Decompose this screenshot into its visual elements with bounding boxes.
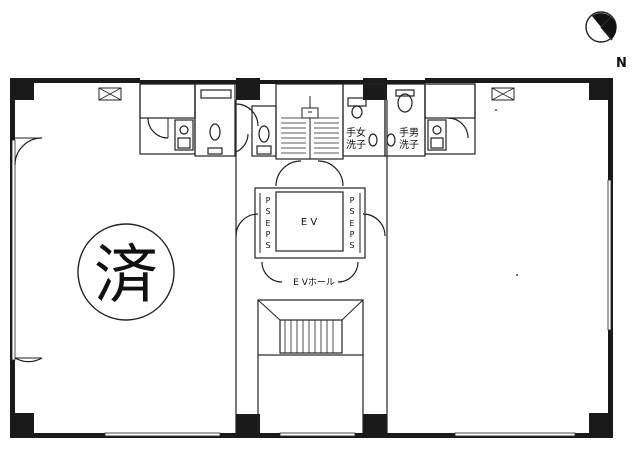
svg-text:P: P	[266, 196, 271, 205]
svg-text:E: E	[265, 219, 270, 228]
stamp: 済	[77, 223, 175, 321]
label-child-b: 子	[409, 139, 419, 151]
core-left-partition	[139, 83, 196, 155]
ceiling-vent-left	[98, 87, 122, 101]
door-left-lower	[14, 357, 43, 363]
svg-text:S: S	[265, 241, 270, 250]
label-men: 男	[409, 127, 419, 139]
label-wash-a: 洗	[346, 139, 356, 151]
label-women: 女	[356, 126, 366, 139]
stamp-text: 済	[94, 239, 158, 313]
compass-icon	[585, 11, 617, 43]
svg-text:S: S	[265, 207, 270, 216]
svg-text:S: S	[349, 241, 354, 250]
label-hand-wash-b: 手	[399, 126, 409, 139]
label-hand-wash-a: 手	[346, 126, 356, 139]
label-ev: E V	[301, 217, 317, 228]
svg-text:P: P	[350, 230, 355, 239]
label-ev-hall: E Vホール	[293, 277, 335, 288]
svg-text:P: P	[350, 196, 355, 205]
label-wash-b: 洗	[399, 139, 409, 151]
north-label: N	[616, 56, 627, 71]
ps-eps-right-label: P S E P S	[349, 196, 354, 250]
stair-upper	[275, 83, 344, 187]
svg-text:E: E	[349, 219, 354, 228]
svg-text:S: S	[349, 207, 354, 216]
windows	[11, 139, 612, 437]
ceiling-vent-right	[491, 87, 515, 101]
label-child-a: 子	[356, 139, 366, 151]
svg-text:P: P	[266, 230, 271, 239]
ps-eps-left-label: P S E P S	[265, 196, 270, 250]
central-core-block	[235, 100, 388, 433]
core-right-partition	[424, 83, 476, 155]
door-left-upper	[14, 137, 43, 166]
